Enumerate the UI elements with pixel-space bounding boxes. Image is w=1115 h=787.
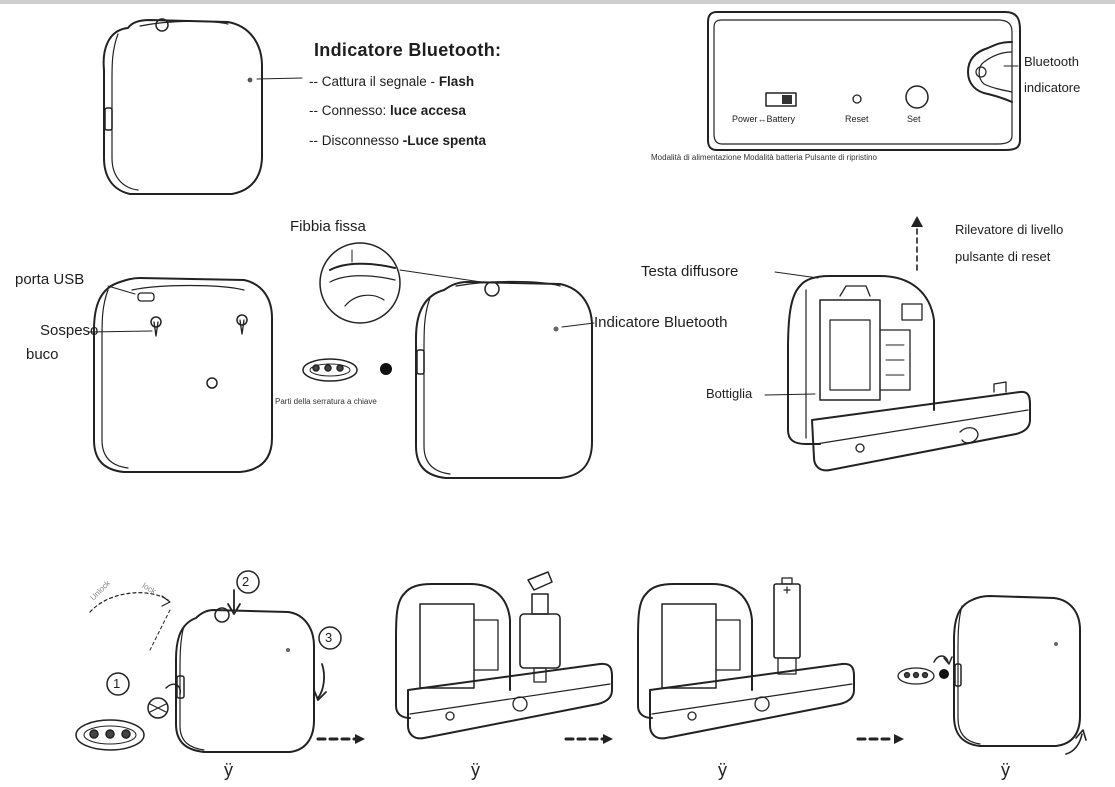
reset-label: Reset xyxy=(845,114,869,124)
step-mark-1: ÿ xyxy=(224,760,233,781)
device-open-view xyxy=(788,276,1030,470)
key-parts-label: Parti della serratura a chiave xyxy=(275,397,377,406)
bottle-label: Bottiglia xyxy=(706,386,752,401)
usb-leader xyxy=(108,286,135,294)
lock-knob-icon xyxy=(148,698,168,718)
step-mark-2: ÿ xyxy=(471,760,480,781)
usb-port-label: porta USB xyxy=(15,271,84,288)
step-arrow-1 xyxy=(318,734,365,744)
panel-bt-label-1: Bluetooth xyxy=(1024,54,1079,69)
leader-line xyxy=(257,78,302,79)
power-battery-label: Power↔Battery xyxy=(732,114,795,124)
step1-device xyxy=(176,608,314,752)
step4-device xyxy=(954,596,1080,746)
hanging-hole-label-1: Sospeso xyxy=(40,322,98,339)
diffuser-head-label: Testa diffusore xyxy=(641,263,738,280)
bt-legend-title: Indicatore Bluetooth: xyxy=(314,40,501,61)
device-front-view xyxy=(416,282,592,479)
curve-arrow-icon xyxy=(318,664,324,698)
key-parts-icon xyxy=(303,359,357,381)
twist-arrow xyxy=(166,684,180,694)
step-arrow-3 xyxy=(858,734,904,744)
bt-leader xyxy=(562,323,594,327)
step3-number: 3 xyxy=(325,630,332,645)
device-top-left xyxy=(104,19,262,194)
step-mark-3: ÿ xyxy=(718,760,727,781)
step2-device xyxy=(396,572,612,738)
set-label: Set xyxy=(907,114,921,124)
lock-arc xyxy=(90,593,168,612)
step1-key-icon xyxy=(76,720,144,750)
bt-legend-line-1: -- Cattura il segnale - Flash xyxy=(309,74,474,89)
bottle-leader xyxy=(765,394,815,395)
panel-caption: Modalità di alimentazione Modalità batte… xyxy=(651,153,877,162)
step-mark-4: ÿ xyxy=(1001,760,1010,781)
step1-number: 1 xyxy=(113,676,120,691)
hanging-hole-label-2: buco xyxy=(26,346,59,363)
diffuser-leader xyxy=(775,272,818,278)
step4-key-icon xyxy=(898,668,934,684)
step-arrow-2 xyxy=(566,734,613,744)
fixed-buckle-label: Fibbia fissa xyxy=(290,218,366,235)
step3-device xyxy=(638,578,854,738)
level-detector-label-1: Rilevatore di livello xyxy=(955,222,1063,237)
up-arrow-icon xyxy=(911,216,923,270)
bt-legend-line-2: -- Connesso: luce accesa xyxy=(309,103,466,118)
device-back-view xyxy=(94,278,272,472)
bt-legend-line-3: -- Disconnesso -Luce spenta xyxy=(309,133,486,148)
panel-bt-label-2: indicatore xyxy=(1024,80,1080,95)
bt-indicator-label: Indicatore Bluetooth xyxy=(594,314,727,331)
led-dot xyxy=(248,78,253,83)
step2-number: 2 xyxy=(242,574,249,589)
control-panel xyxy=(708,12,1020,150)
key-dot xyxy=(380,363,392,375)
level-detector-label-2: pulsante di reset xyxy=(955,249,1050,264)
